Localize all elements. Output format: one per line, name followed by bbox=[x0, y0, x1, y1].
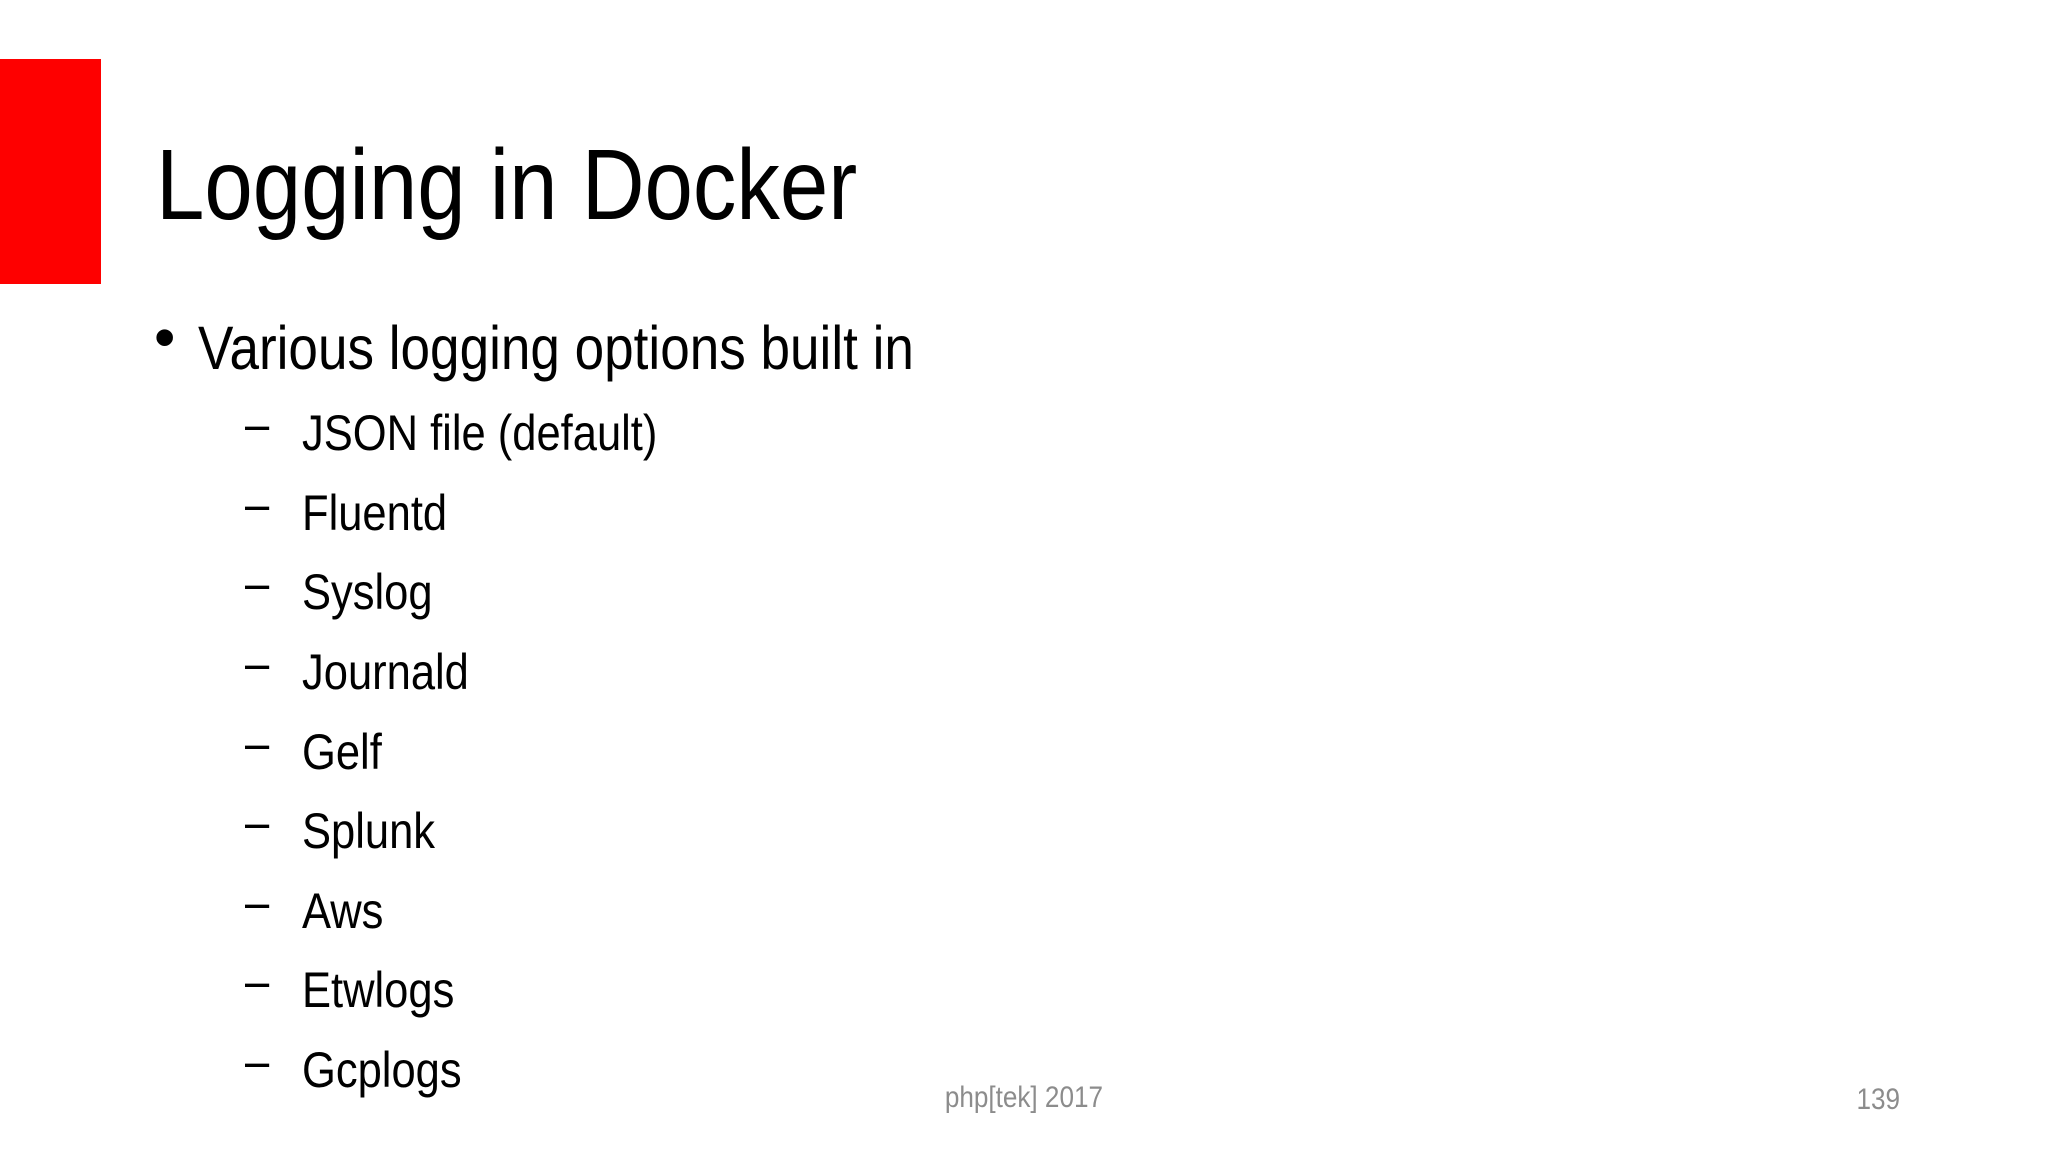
dash-marker: – bbox=[245, 794, 270, 850]
list-item-level1-text: Various logging options built in bbox=[198, 314, 914, 382]
dash-marker: – bbox=[245, 396, 270, 452]
list-item: – Fluentd bbox=[0, 476, 2048, 543]
page-title-text: Logging in Docker bbox=[156, 129, 858, 241]
list-item: – Etwlogs bbox=[0, 953, 2048, 1020]
list-item-text: Aws bbox=[302, 883, 384, 939]
list-item-text: Syslog bbox=[302, 564, 433, 620]
list-item-text: JSON file (default) bbox=[302, 405, 658, 461]
list-item-level1: • Various logging options built in bbox=[0, 303, 2048, 385]
page-number-text: 139 bbox=[1856, 1083, 1900, 1116]
bullet-dot-marker: • bbox=[154, 303, 176, 371]
list-item-text: Splunk bbox=[302, 803, 436, 859]
list-item-text: Etwlogs bbox=[302, 962, 455, 1018]
list-item: – Gelf bbox=[0, 715, 2048, 782]
dash-marker: – bbox=[245, 476, 270, 532]
dash-marker: – bbox=[245, 715, 270, 771]
red-accent-block bbox=[0, 59, 101, 284]
dash-marker: – bbox=[245, 635, 270, 691]
list-item-text: Journald bbox=[302, 644, 469, 700]
list-item-text: Fluentd bbox=[302, 485, 448, 541]
dash-marker: – bbox=[245, 953, 270, 1009]
list-item: – Gcplogs bbox=[0, 1033, 2048, 1100]
list-item-text: Gcplogs bbox=[302, 1042, 462, 1098]
page-number: 139 bbox=[1790, 1082, 1900, 1118]
list-item: – JSON file (default) bbox=[0, 396, 2048, 463]
footer-text: php[tek] 2017 bbox=[944, 1081, 1104, 1114]
list-item: – Splunk bbox=[0, 794, 2048, 861]
list-item: – Aws bbox=[0, 874, 2048, 941]
dash-marker: – bbox=[245, 874, 270, 930]
list-item: – Journald bbox=[0, 635, 2048, 702]
list-item-text: Gelf bbox=[302, 724, 382, 780]
list-item: – Syslog bbox=[0, 555, 2048, 622]
page-title: Logging in Docker bbox=[156, 125, 962, 245]
dash-marker: – bbox=[245, 1033, 270, 1089]
dash-marker: – bbox=[245, 555, 270, 611]
footer: php[tek] 2017 bbox=[0, 1080, 2048, 1116]
